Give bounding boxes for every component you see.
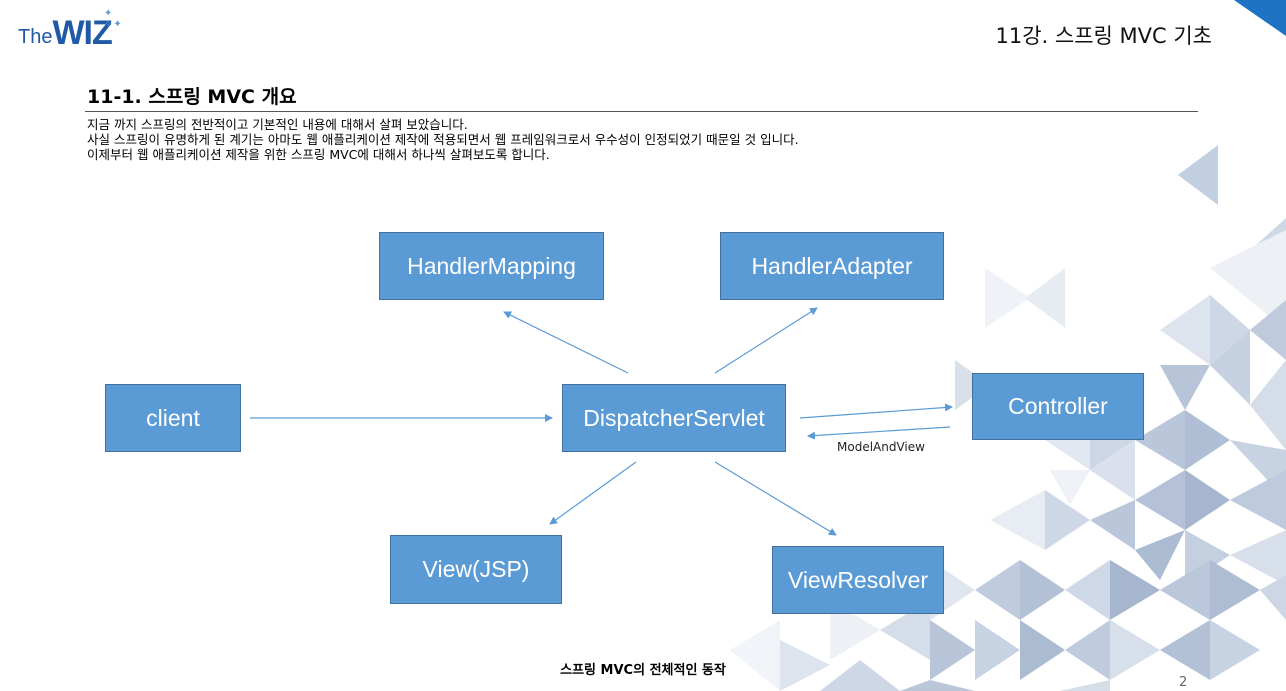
handler-adapter-node: HandlerAdapter — [720, 232, 944, 300]
arrow-dispatcher-to-controller — [799, 403, 953, 419]
section-divider — [85, 111, 1198, 112]
section-title: 11-1. 스프링 MVC 개요 — [87, 86, 297, 108]
view-jsp-node: View(JSP) — [390, 535, 562, 604]
corner-accent-icon — [1234, 0, 1286, 36]
controller-node: Controller — [972, 373, 1144, 440]
logo-wiz-text: WIZ — [52, 14, 112, 52]
intro-paragraphs: 지금 까지 스프링의 전반적이고 기본적인 내용에 대해서 살펴 보았습니다. … — [87, 117, 799, 162]
logo-stars-icon: ✦ ✧✦ — [104, 8, 123, 30]
arrow-dispatcher-to-handleradapter — [714, 307, 818, 374]
intro-paragraph-2: 사실 스프링이 유명하게 된 계기는 아마도 웹 애플리케이션 제작에 적용되면… — [87, 132, 799, 147]
thewiz-logo: The WIZ ✦ ✧✦ — [18, 8, 122, 52]
lecture-title: 11강. 스프링 MVC 기초 — [995, 24, 1213, 48]
arrow-dispatcher-to-handlermapping — [503, 311, 629, 374]
model-and-view-label: ModelAndView — [837, 440, 925, 454]
intro-paragraph-3: 이제부터 웹 애플리케이션 제작을 위한 스프링 MVC에 대해서 하나씩 살펴… — [87, 147, 550, 162]
logo-the-text: The — [18, 26, 53, 48]
view-resolver-node: ViewResolver — [772, 546, 944, 614]
arrow-dispatcher-to-view — [549, 461, 637, 525]
intro-paragraph-1: 지금 까지 스프링의 전반적이고 기본적인 내용에 대해서 살펴 보았습니다. — [87, 117, 468, 132]
arrow-dispatcher-to-viewresolver — [714, 461, 837, 536]
client-node: client — [105, 384, 241, 452]
handler-mapping-node: HandlerMapping — [379, 232, 604, 300]
page-number: 2 — [1179, 675, 1188, 690]
arrow-controller-to-dispatcher — [807, 426, 951, 440]
diagram-caption: 스프링 MVC의 전체적인 동작 — [560, 663, 726, 678]
dispatcher-servlet-node: DispatcherServlet — [562, 384, 786, 452]
